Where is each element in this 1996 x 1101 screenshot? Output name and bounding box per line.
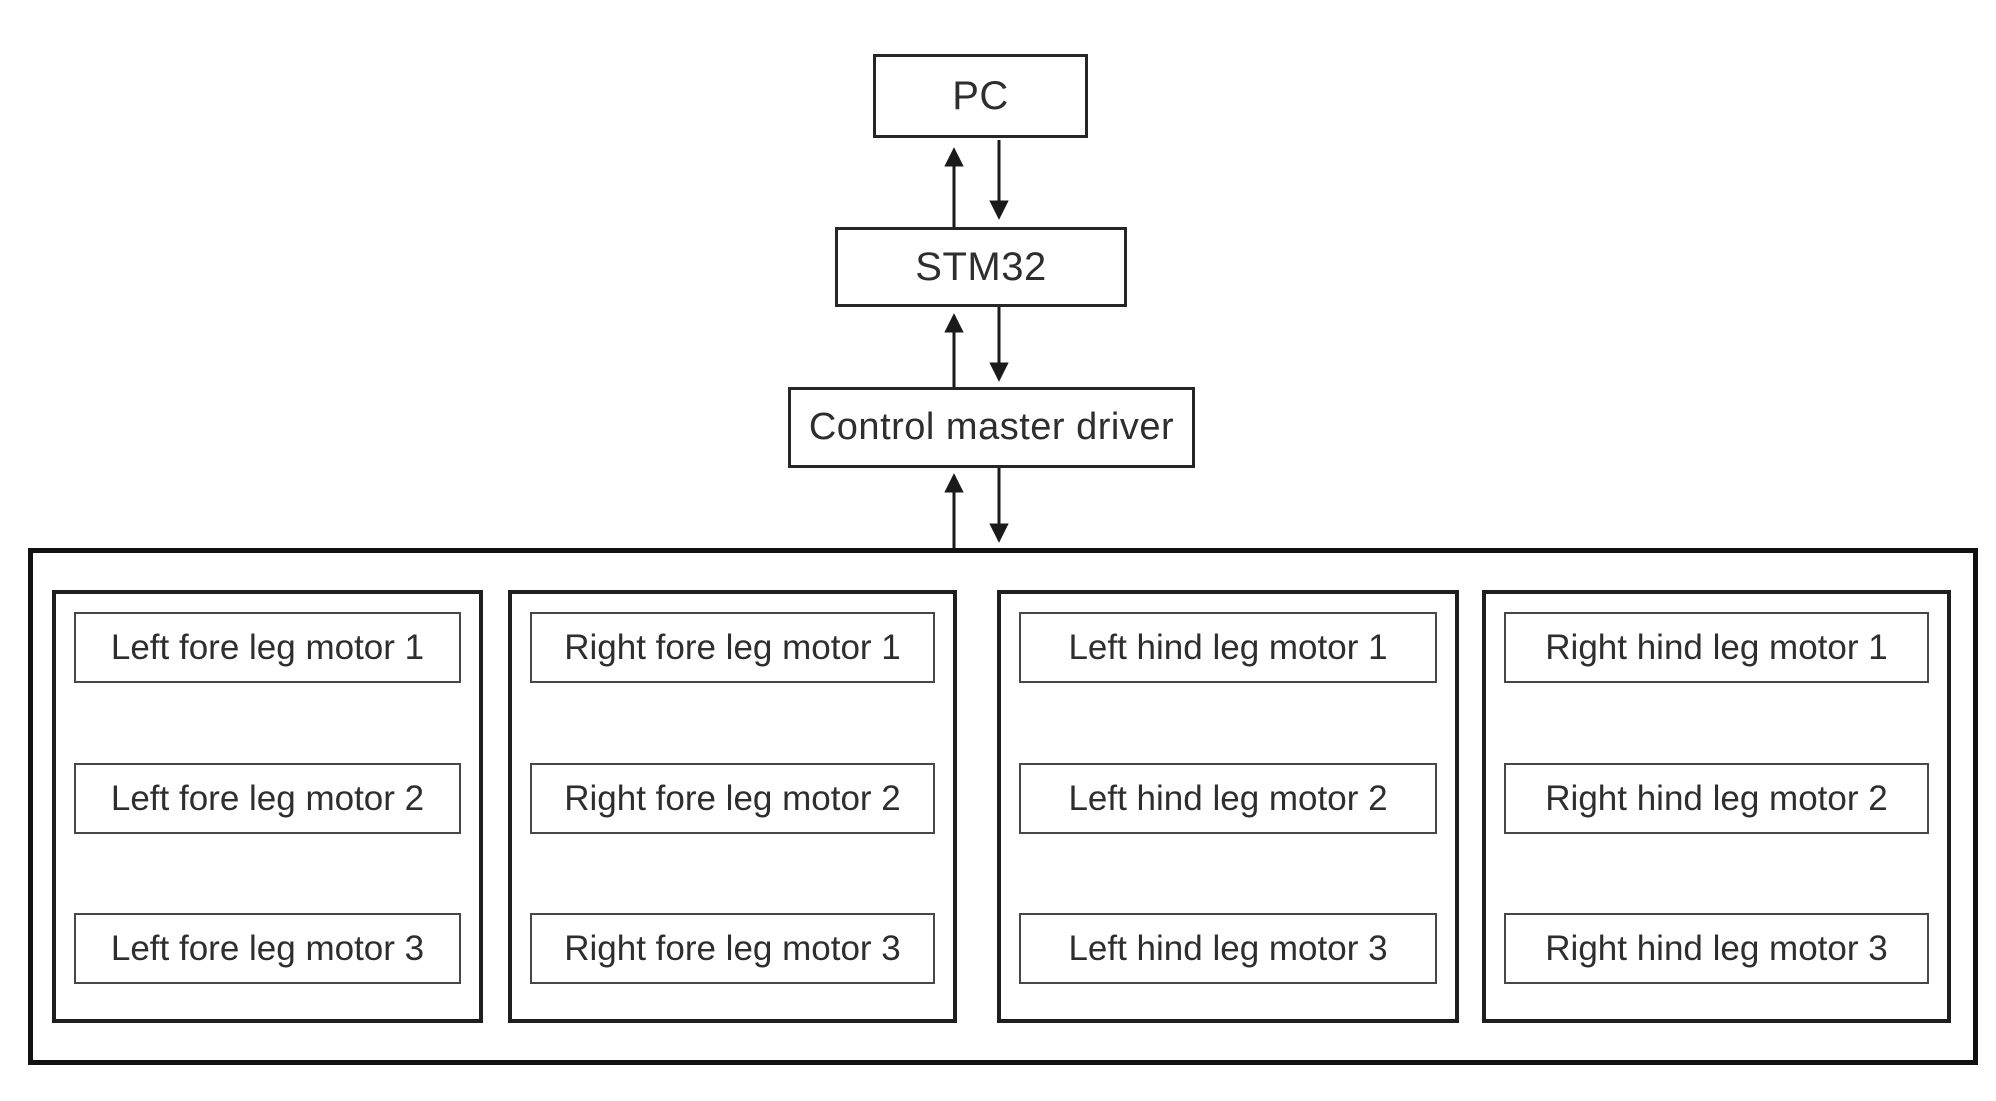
node-pc: PC <box>873 54 1088 138</box>
node-control-master-driver: Control master driver <box>788 387 1195 468</box>
motor-label: Left hind leg motor 1 <box>1068 627 1388 667</box>
motor-label: Right fore leg motor 2 <box>564 778 901 818</box>
motor-block-container: Left fore leg motor 1 Left fore leg moto… <box>28 548 1978 1065</box>
node-left-hind-leg-motor-1: Left hind leg motor 1 <box>1019 612 1437 683</box>
node-right-hind-leg-motor-2: Right hind leg motor 2 <box>1504 763 1929 834</box>
motor-label: Left hind leg motor 3 <box>1068 928 1388 968</box>
motor-label: Right hind leg motor 2 <box>1545 778 1888 818</box>
node-right-fore-leg-motor-1: Right fore leg motor 1 <box>530 612 935 683</box>
motor-label: Left hind leg motor 2 <box>1068 778 1388 818</box>
node-stm32: STM32 <box>835 227 1127 307</box>
node-right-hind-leg-motor-3: Right hind leg motor 3 <box>1504 913 1929 984</box>
node-left-fore-leg-motor-2: Left fore leg motor 2 <box>74 763 461 834</box>
node-right-hind-leg-motor-1: Right hind leg motor 1 <box>1504 612 1929 683</box>
node-right-fore-leg-motor-2: Right fore leg motor 2 <box>530 763 935 834</box>
motor-label: Right hind leg motor 3 <box>1545 928 1888 968</box>
motor-label: Left fore leg motor 2 <box>110 778 425 818</box>
motor-label: Right fore leg motor 3 <box>564 928 901 968</box>
group-box-left-fore-leg: Left fore leg motor 1 Left fore leg moto… <box>52 590 483 1023</box>
node-pc-label: PC <box>952 73 1009 118</box>
node-left-fore-leg-motor-3: Left fore leg motor 3 <box>74 913 461 984</box>
node-left-fore-leg-motor-1: Left fore leg motor 1 <box>74 612 461 683</box>
motor-label: Right hind leg motor 1 <box>1545 627 1888 667</box>
motor-label: Left fore leg motor 1 <box>110 627 425 667</box>
motor-label: Left fore leg motor 3 <box>110 928 425 968</box>
node-stm32-label: STM32 <box>915 244 1047 289</box>
motor-label: Right fore leg motor 1 <box>564 627 901 667</box>
node-left-hind-leg-motor-2: Left hind leg motor 2 <box>1019 763 1437 834</box>
group-box-left-hind-leg: Left hind leg motor 1 Left hind leg moto… <box>997 590 1459 1023</box>
node-left-hind-leg-motor-3: Left hind leg motor 3 <box>1019 913 1437 984</box>
group-box-right-fore-leg: Right fore leg motor 1 Right fore leg mo… <box>508 590 957 1023</box>
node-right-fore-leg-motor-3: Right fore leg motor 3 <box>530 913 935 984</box>
group-box-right-hind-leg: Right hind leg motor 1 Right hind leg mo… <box>1482 590 1951 1023</box>
node-control-master-driver-label: Control master driver <box>808 406 1175 448</box>
